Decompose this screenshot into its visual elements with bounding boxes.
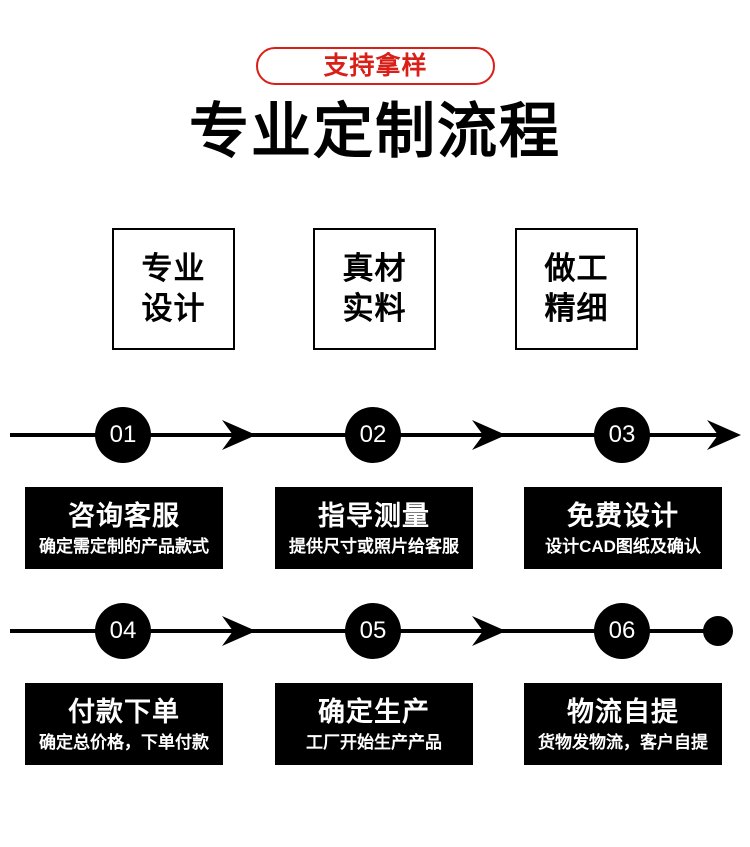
badge-label: 支持拿样 [323,51,428,80]
step-box-consult-service: 咨询客服 确定需定制的产品款式 [25,487,223,569]
step-box-free-design: 免费设计 设计CAD图纸及确认 [524,487,722,569]
feature-box-genuine-material: 真材 实料 [313,228,436,350]
step-label-row-2: 付款下单 确定总价格，下单付款 确定生产 工厂开始生产产品 物流自提 货物发物流… [0,683,750,765]
feature-box-row: 专业 设计 真材 实料 做工 精细 [0,228,750,351]
step-circle-03: 03 [594,407,650,463]
arrow-right-icon [707,419,741,451]
step-label-row-1: 咨询客服 确定需定制的产品款式 指导测量 提供尺寸或照片给客服 免费设计 设计C… [0,487,750,569]
step-title: 付款下单 [68,696,180,727]
step-subtitle: 工厂开始生产产品 [306,732,442,752]
step-subtitle: 确定需定制的产品款式 [39,536,209,556]
step-box-confirm-production: 确定生产 工厂开始生产产品 [275,683,473,765]
step-circle-02: 02 [345,407,401,463]
feature-box-fine-workmanship: 做工 精细 [515,228,638,350]
feature-box-professional-design: 专业 设计 [112,228,235,350]
step-box-guided-measurement: 指导测量 提供尺寸或照片给客服 [275,487,473,569]
step-circle-06: 06 [594,603,650,659]
step-title: 指导测量 [318,500,430,531]
step-subtitle: 货物发物流，客户自提 [538,732,708,752]
feature-box-line2: 实料 [342,291,407,326]
feature-box-line1: 真材 [342,251,407,287]
feature-box-line1: 做工 [544,251,609,287]
arrow-right-icon [222,419,256,451]
step-subtitle: 设计CAD图纸及确认 [545,536,701,556]
timeline-row-2: 04 05 06 [0,602,750,662]
step-subtitle: 提供尺寸或照片给客服 [289,536,459,556]
timeline-row-1: 01 02 03 [0,406,750,466]
step-title: 确定生产 [318,696,430,727]
feature-box-line2: 精细 [544,291,609,326]
timeline-end-dot-icon [703,616,733,646]
step-title: 免费设计 [567,500,679,531]
step-circle-04: 04 [95,603,151,659]
step-box-logistics-pickup: 物流自提 货物发物流，客户自提 [524,683,722,765]
step-circle-05: 05 [345,603,401,659]
feature-box-line1: 专业 [141,251,206,287]
page-title: 专业定制流程 [189,98,561,165]
step-subtitle: 确定总价格，下单付款 [39,732,209,752]
step-title: 物流自提 [567,696,679,727]
sample-support-badge: 支持拿样 [256,47,495,85]
feature-box-line2: 设计 [141,291,206,326]
step-box-payment-order: 付款下单 确定总价格，下单付款 [25,683,223,765]
arrow-right-icon [472,419,506,451]
step-title: 咨询客服 [68,500,180,531]
arrow-right-icon [472,615,506,647]
step-circle-01: 01 [95,407,151,463]
arrow-right-icon [222,615,256,647]
